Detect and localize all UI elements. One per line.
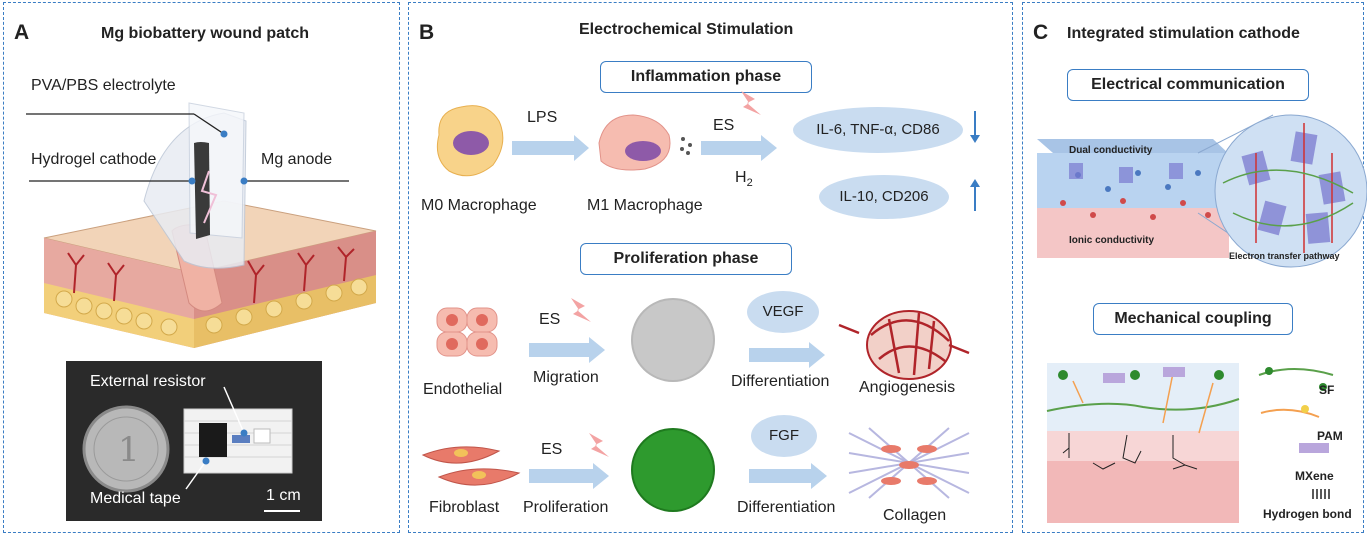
- legend-hydrogen-bond: Hydrogen bond: [1263, 507, 1352, 521]
- m1-macrophage-label: M1 Macrophage: [587, 197, 703, 214]
- panel-a-letter: A: [14, 21, 30, 44]
- collagen-label: Collagen: [883, 507, 947, 524]
- panel-b-graphics: [421, 91, 980, 512]
- cathode-label: Hydrogel cathode: [31, 151, 157, 168]
- skin-patch-illustration: [26, 102, 377, 348]
- electrolyte-label: PVA/PBS electrolyte: [31, 77, 176, 94]
- panel-c-graphics: [1037, 114, 1367, 523]
- legend-pam: PAM: [1317, 429, 1343, 443]
- panel-b-letter: B: [419, 21, 435, 44]
- es-label-migration: ES: [539, 311, 561, 328]
- vegf-ellipse: VEGF: [747, 291, 819, 333]
- resistor-label: External resistor: [90, 373, 206, 390]
- svg-text:1: 1: [118, 430, 140, 470]
- es-label-proliferation: ES: [541, 441, 563, 458]
- mechanical-coupling-box: Mechanical coupling: [1093, 303, 1293, 335]
- m0-macrophage-label: M0 Macrophage: [421, 197, 537, 214]
- es-label-inflammation: ES: [713, 117, 735, 134]
- panel-b: B Electrochemical Stimulation Inflammati…: [408, 2, 1013, 533]
- electrical-communication-box: Electrical communication: [1067, 69, 1309, 101]
- angiogenesis-label: Angiogenesis: [859, 379, 956, 396]
- ionic-conductivity-label: Ionic conductivity: [1069, 235, 1155, 246]
- inflammation-phase-box: Inflammation phase: [600, 61, 812, 93]
- electron-transfer-label: Electron transfer pathway: [1229, 251, 1340, 261]
- down-markers-ellipse: IL-6, TNF-α, CD86: [793, 107, 963, 153]
- device-photo-content: 1: [82, 386, 300, 512]
- proliferation-phase-box: Proliferation phase: [580, 243, 792, 275]
- panel-b-title: Electrochemical Stimulation: [579, 21, 794, 38]
- anode-label: Mg anode: [261, 151, 333, 168]
- panel-a: A Mg biobattery wound patch: [3, 2, 400, 533]
- dual-conductivity-label: Dual conductivity: [1069, 145, 1153, 156]
- lps-label: LPS: [527, 109, 558, 126]
- differentiation-label-2: Differentiation: [737, 499, 836, 516]
- up-markers-ellipse: IL-10, CD206: [819, 175, 949, 219]
- panel-c-letter: C: [1033, 21, 1049, 44]
- fibroblast-label: Fibroblast: [429, 499, 500, 516]
- h2-label: H2: [735, 169, 753, 189]
- panel-c: C Integrated stimulation cathode Electri…: [1022, 2, 1367, 533]
- h2-text: H: [735, 169, 747, 186]
- differentiation-label-1: Differentiation: [731, 373, 830, 390]
- tape-label: Medical tape: [90, 490, 181, 507]
- h2-subscript: 2: [746, 177, 753, 190]
- legend-sf: SF: [1319, 383, 1335, 397]
- fgf-ellipse: FGF: [751, 415, 817, 457]
- panel-c-title: Integrated stimulation cathode: [1067, 25, 1300, 42]
- legend-mxene: MXene: [1295, 469, 1334, 483]
- scale-label: 1 cm: [266, 487, 301, 504]
- endothelial-label: Endothelial: [423, 381, 503, 398]
- panel-a-title: Mg biobattery wound patch: [101, 25, 309, 42]
- migration-label: Migration: [533, 369, 599, 386]
- proliferation-label: Proliferation: [523, 499, 609, 516]
